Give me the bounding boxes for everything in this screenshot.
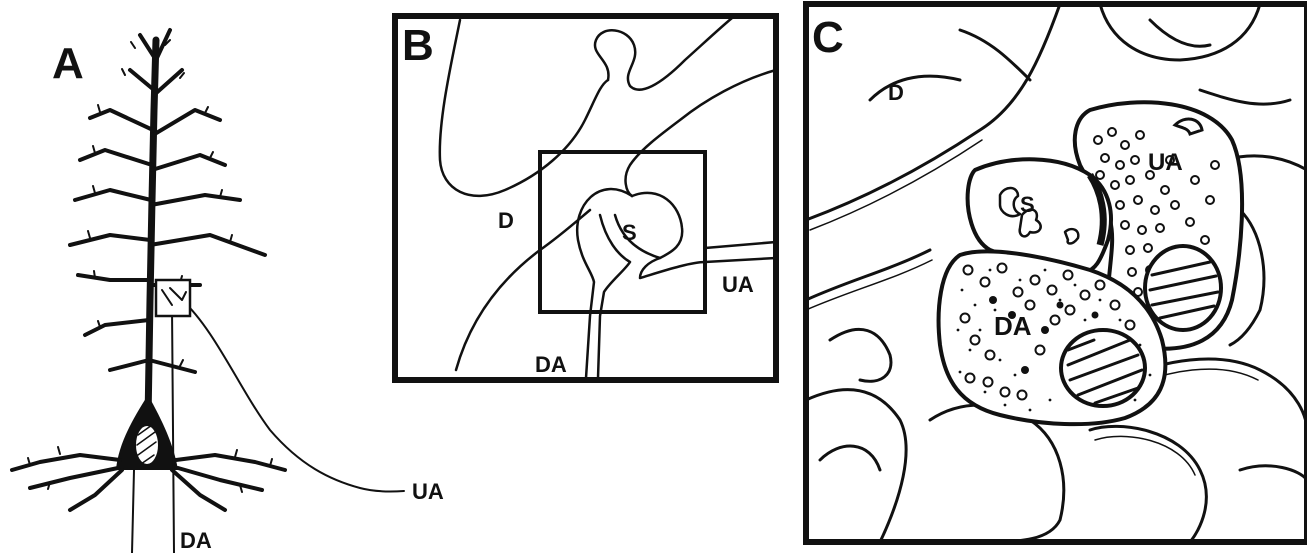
labeled-axon-a: [172, 308, 174, 553]
panel-c-letter: C: [812, 13, 844, 62]
panel-b-d-label: D: [498, 208, 514, 233]
panel-b-letter: B: [402, 21, 434, 70]
soma-axon: [132, 470, 134, 553]
panel-a: A UA DA: [12, 30, 444, 553]
apical-branches: [70, 30, 265, 372]
panel-c-d-label: D: [888, 80, 904, 105]
panel-b-da-label: DA: [535, 352, 567, 377]
panel-c-s-label: S: [1020, 192, 1035, 217]
neuron-drawing: [12, 30, 404, 553]
panel-b-frame: [395, 16, 776, 380]
panel-c-ua-label: UA: [1148, 149, 1183, 176]
panel-b-s-label: S: [622, 220, 637, 245]
unlabeled-axon-a: [182, 300, 404, 492]
panel-b-ua-label: UA: [722, 272, 754, 297]
panel-b: B D S UA DA: [395, 16, 776, 380]
boxed-region: [156, 280, 190, 316]
panel-c-da-label: DA: [994, 311, 1032, 341]
panel-a-letter: A: [52, 39, 84, 88]
panel-a-da-label: DA: [180, 528, 212, 553]
panel-a-ua-label: UA: [412, 479, 444, 504]
panel-c: C D S UA DA: [806, 4, 1307, 542]
